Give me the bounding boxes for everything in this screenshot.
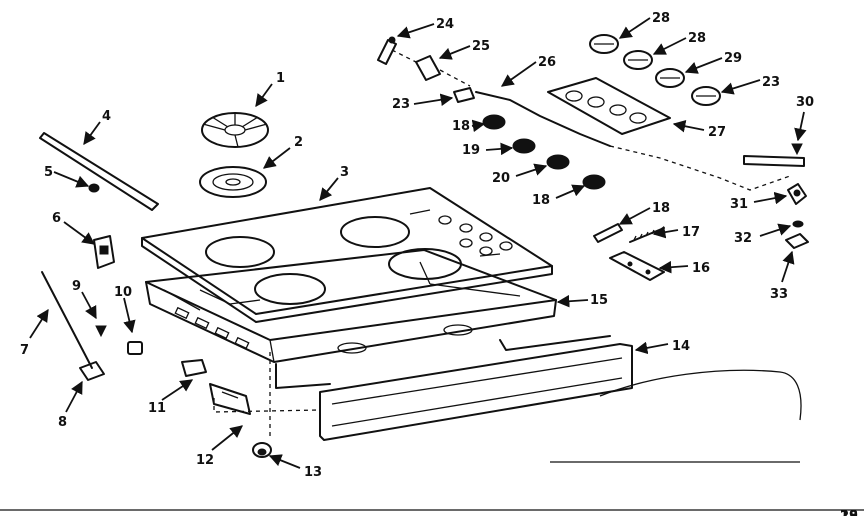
callout-18-a: 18 <box>652 201 670 216</box>
switch-plate <box>547 77 671 135</box>
screw-9 <box>95 325 107 338</box>
callout-17: 17 <box>682 225 700 240</box>
callout-10: 10 <box>114 285 132 300</box>
bracket-12 <box>209 383 251 415</box>
drip-pan <box>199 166 267 198</box>
callout-23-a: 23 <box>392 97 410 112</box>
bracket-6 <box>93 235 115 269</box>
wire-harness <box>475 91 791 191</box>
callout-28-d: 28 <box>840 509 858 516</box>
spark-switch-23 <box>453 87 475 103</box>
callout-30: 30 <box>796 95 814 110</box>
rod-assembly <box>41 271 105 381</box>
callout-2: 2 <box>294 135 303 150</box>
cooktop <box>141 187 553 323</box>
callout-29: 29 <box>724 51 742 66</box>
screw-5 <box>88 183 100 193</box>
callout-23-b: 23 <box>762 75 780 90</box>
callout-15: 15 <box>590 293 608 308</box>
knob-bezel-1 <box>589 34 619 54</box>
callout-12: 12 <box>196 453 214 468</box>
callout-28-b: 28 <box>688 31 706 46</box>
callout-25: 25 <box>472 39 490 54</box>
bracket-16 <box>609 251 665 281</box>
callout-26: 26 <box>538 55 556 70</box>
knob-bezel-3 <box>655 68 685 88</box>
callout-1: 1 <box>276 71 285 86</box>
knob-19b <box>512 138 536 154</box>
callout-16: 16 <box>692 261 710 276</box>
callout-18-b: 18 <box>452 119 470 134</box>
bracket-31 <box>743 155 807 205</box>
leader-lines <box>29 17 807 469</box>
knob-20 <box>546 154 570 170</box>
burner-grate <box>201 112 269 148</box>
callout-8: 8 <box>58 415 67 430</box>
bracket-33 <box>785 233 809 249</box>
callout-28-c: 28 <box>840 509 858 516</box>
spring-17 <box>629 227 665 243</box>
knob-bezel-2 <box>623 50 653 70</box>
clip-10 <box>127 341 143 355</box>
callout-33: 33 <box>770 287 788 302</box>
callout-3: 3 <box>340 165 349 180</box>
orifice-18 <box>593 223 623 243</box>
callout-labels: 1 2 3 4 5 6 7 8 9 10 11 12 13 14 15 16 1… <box>20 11 858 516</box>
screw-30 <box>791 143 803 156</box>
callout-32: 32 <box>734 231 752 246</box>
callout-19-a: 19 <box>462 143 480 158</box>
module-25 <box>415 55 441 81</box>
callout-14: 14 <box>672 339 690 354</box>
valve-11 <box>181 359 207 377</box>
callout-5: 5 <box>44 165 53 180</box>
callout-31: 31 <box>730 197 748 212</box>
callout-4: 4 <box>102 109 111 124</box>
callout-28-a: 28 <box>652 11 670 26</box>
knob-19a <box>482 114 506 130</box>
electrode-24 <box>377 36 397 65</box>
callout-27: 27 <box>708 125 726 140</box>
callout-20: 20 <box>492 171 510 186</box>
callout-13: 13 <box>304 465 322 480</box>
knob-19c <box>582 174 606 190</box>
knob-bezel-4 <box>691 86 721 106</box>
burner-box <box>145 249 557 363</box>
callout-24: 24 <box>436 17 454 32</box>
countertop-outline <box>599 369 802 421</box>
knob-13 <box>252 442 272 458</box>
nut-32 <box>792 220 804 228</box>
control-panel <box>275 335 633 441</box>
callout-19-b: 19 <box>840 509 858 516</box>
callout-18-c: 18 <box>532 193 550 208</box>
callout-6: 6 <box>52 211 61 226</box>
callout-9: 9 <box>72 279 81 294</box>
callout-11: 11 <box>148 401 166 416</box>
callout-7: 7 <box>20 343 29 358</box>
trim-strip <box>39 132 159 211</box>
